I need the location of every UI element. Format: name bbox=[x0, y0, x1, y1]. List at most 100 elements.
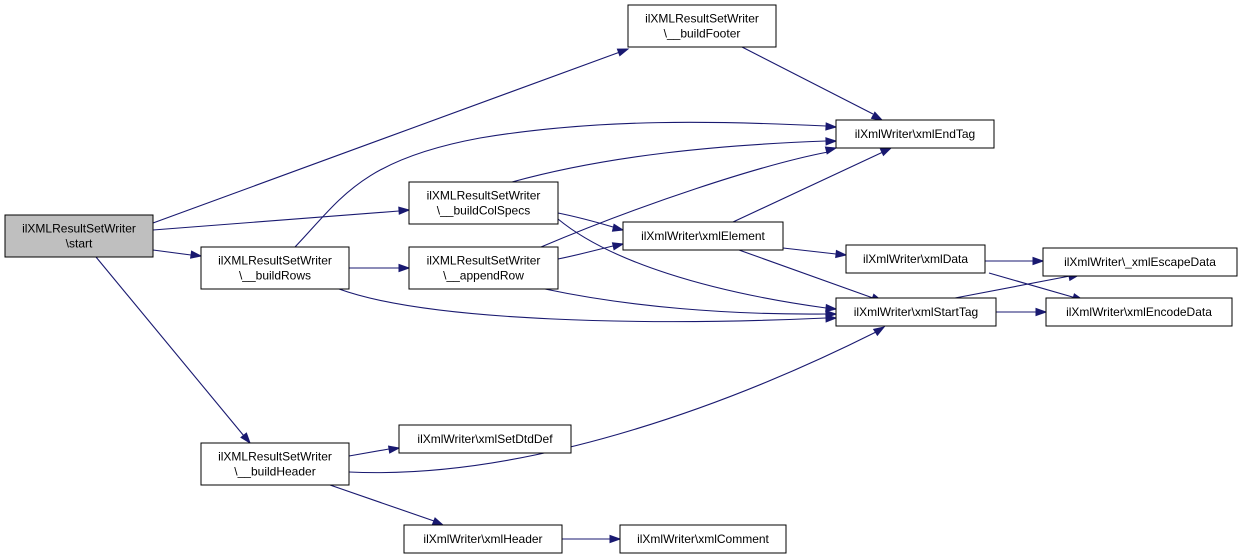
edge-buildRows-to-xmlStartTag bbox=[338, 288, 838, 323]
node-box bbox=[408, 181, 559, 225]
node-label-line: ilXMLResultSetWriter bbox=[427, 189, 541, 203]
node-label-line: \start bbox=[66, 237, 93, 251]
edge-arrowhead bbox=[825, 309, 838, 319]
nodes-layer: ilXMLResultSetWriter\startilXMLResultSet… bbox=[4, 4, 1238, 554]
node-box bbox=[403, 524, 563, 554]
edge-start-to-buildHeader bbox=[95, 256, 251, 445]
node-box bbox=[200, 246, 350, 290]
node-label-line: ilXMLResultSetWriter bbox=[427, 254, 541, 268]
node-label-line: \__buildColSpecs bbox=[437, 204, 530, 218]
edge-buildRows-to-appendRow bbox=[349, 263, 411, 273]
node-appendRow[interactable]: ilXMLResultSetWriter\__appendRow bbox=[408, 246, 559, 290]
node-label-line: ilXmlWriter\xmlStartTag bbox=[854, 305, 978, 319]
node-label-line: \__buildRows bbox=[239, 269, 311, 283]
edge-xmlElement-to-xmlEndTag bbox=[732, 147, 893, 223]
edge-arrowhead bbox=[872, 326, 886, 337]
edge-line bbox=[329, 484, 435, 522]
edge-line bbox=[741, 46, 874, 115]
edge-arrowhead bbox=[825, 303, 838, 313]
node-xmlStartTag[interactable]: ilXmlWriter\xmlStartTag bbox=[835, 297, 997, 327]
node-box bbox=[622, 221, 784, 251]
edge-appendRow-to-xmlStartTag bbox=[544, 288, 838, 319]
node-box bbox=[619, 524, 787, 554]
node-box bbox=[1045, 297, 1233, 327]
edge-appendRow-to-xmlElement bbox=[557, 242, 625, 260]
edge-line bbox=[557, 245, 614, 260]
edge-xmlStartTag-to-xmlEscapeData bbox=[954, 272, 1081, 299]
node-start[interactable]: ilXMLResultSetWriter\start bbox=[4, 214, 154, 258]
node-label-line: ilXMLResultSetWriter bbox=[645, 12, 759, 26]
node-box bbox=[845, 244, 986, 274]
edge-buildRows-to-xmlEndTag bbox=[294, 121, 838, 248]
edge-arrowhead bbox=[611, 223, 625, 232]
node-xmlEncodeData[interactable]: ilXmlWriter\xmlEncodeData bbox=[1045, 297, 1233, 327]
edge-arrowhead bbox=[398, 263, 411, 273]
node-xmlEscapeData[interactable]: ilXmlWriter\_xmlEscapeData bbox=[1042, 247, 1238, 277]
node-label-line: ilXmlWriter\xmlHeader bbox=[423, 532, 542, 546]
node-xmlHeader[interactable]: ilXmlWriter\xmlHeader bbox=[403, 524, 563, 554]
edge-arrowhead bbox=[431, 517, 445, 526]
edge-arrowhead bbox=[387, 445, 401, 454]
edge-line bbox=[152, 210, 400, 231]
node-box bbox=[200, 442, 350, 486]
edge-arrowhead bbox=[879, 147, 893, 157]
node-xmlSetDtdDef[interactable]: ilXmlWriter\xmlSetDtdDef bbox=[398, 424, 572, 454]
edge-start-to-buildFooter bbox=[152, 48, 630, 224]
edge-arrowhead bbox=[240, 432, 251, 445]
edge-line bbox=[152, 249, 192, 256]
edge-buildFooter-to-xmlEndTag bbox=[741, 46, 884, 121]
node-label-line: ilXmlWriter\xmlElement bbox=[641, 229, 765, 243]
node-label-line: \__appendRow bbox=[443, 269, 524, 283]
edge-arrowhead bbox=[190, 250, 203, 259]
edge-line bbox=[738, 249, 874, 299]
edge-arrowhead bbox=[825, 137, 838, 146]
edge-arrowhead bbox=[611, 242, 625, 251]
edge-line bbox=[95, 256, 245, 437]
edge-buildColSpecs-to-xmlEndTag bbox=[511, 137, 838, 183]
node-label-line: \__buildHeader bbox=[234, 465, 315, 479]
edge-arrowhead bbox=[870, 111, 884, 121]
edge-arrowhead bbox=[398, 206, 411, 215]
node-box bbox=[835, 119, 995, 149]
edge-line bbox=[732, 151, 884, 223]
node-buildFooter[interactable]: ilXMLResultSetWriter\__buildFooter bbox=[627, 4, 777, 48]
edge-xmlHeader-to-xmlComment bbox=[562, 534, 622, 544]
edge-xmlStartTag-to-xmlEncodeData bbox=[996, 307, 1048, 317]
node-label-line: ilXmlWriter\xmlSetDtdDef bbox=[417, 432, 553, 446]
edge-arrowhead bbox=[825, 122, 838, 131]
edge-line bbox=[348, 331, 877, 474]
node-label-line: ilXMLResultSetWriter bbox=[22, 222, 136, 236]
node-label-line: ilXMLResultSetWriter bbox=[218, 254, 332, 268]
node-box bbox=[398, 424, 572, 454]
edges-layer bbox=[95, 46, 1085, 544]
edge-arrowhead bbox=[1032, 256, 1045, 266]
edge-line bbox=[540, 151, 829, 248]
edge-buildColSpecs-to-xmlStartTag bbox=[557, 218, 838, 313]
edge-xmlData-to-xmlEscapeData bbox=[985, 256, 1045, 266]
node-xmlElement[interactable]: ilXmlWriter\xmlElement bbox=[622, 221, 784, 251]
node-xmlEndTag[interactable]: ilXmlWriter\xmlEndTag bbox=[835, 119, 995, 149]
edge-line bbox=[557, 212, 614, 228]
node-buildRows[interactable]: ilXMLResultSetWriter\__buildRows bbox=[200, 246, 350, 290]
edge-buildHeader-to-xmlHeader bbox=[329, 484, 445, 526]
edge-line bbox=[544, 288, 827, 315]
edge-line bbox=[782, 247, 837, 255]
edge-buildHeader-to-xmlStartTag bbox=[348, 326, 886, 474]
edge-appendRow-to-xmlEndTag bbox=[540, 146, 838, 248]
edge-line bbox=[152, 51, 621, 224]
node-xmlComment[interactable]: ilXmlWriter\xmlComment bbox=[619, 524, 787, 554]
node-label-line: ilXmlWriter\xmlEndTag bbox=[855, 127, 975, 141]
node-box bbox=[4, 214, 154, 258]
edge-arrowhead bbox=[609, 534, 622, 544]
edge-line bbox=[511, 140, 827, 183]
node-box bbox=[835, 297, 997, 327]
edge-line bbox=[348, 448, 390, 457]
edge-line bbox=[557, 218, 827, 309]
edge-line bbox=[988, 272, 1077, 299]
node-box bbox=[1042, 247, 1238, 277]
node-buildColSpecs[interactable]: ilXMLResultSetWriter\__buildColSpecs bbox=[408, 181, 559, 225]
node-xmlData[interactable]: ilXmlWriter\xmlData bbox=[845, 244, 986, 274]
node-buildHeader[interactable]: ilXMLResultSetWriter\__buildHeader bbox=[200, 442, 350, 486]
edge-line bbox=[294, 121, 827, 248]
